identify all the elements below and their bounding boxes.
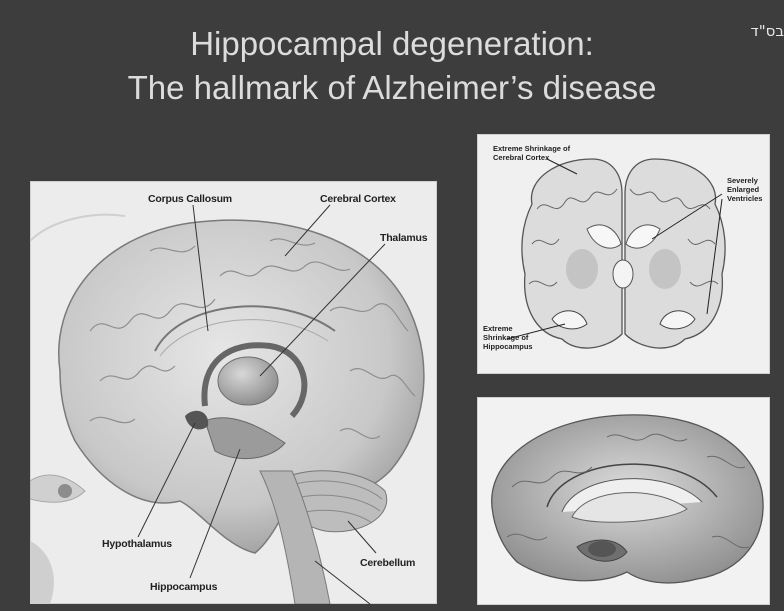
label-hippo-shrinkage-line1: Extreme <box>483 324 533 333</box>
slide-title: Hippocampal degeneration: The hallmark o… <box>0 22 784 110</box>
brain-sagittal-drawing <box>30 181 437 604</box>
brain-medial-illustration <box>477 397 770 605</box>
label-cerebral-cortex: Cerebral Cortex <box>320 193 396 205</box>
label-hypothalamus: Hypothalamus <box>102 538 172 550</box>
title-line-1: Hippocampal degeneration: <box>0 22 784 66</box>
label-ventricles-line1: Severely <box>727 176 762 185</box>
label-thalamus: Thalamus <box>380 232 427 244</box>
brain-coronal-alzheimer-illustration: Extreme Shrinkage of Cerebral Cortex Sev… <box>477 134 770 374</box>
label-corpus-callosum: Corpus Callosum <box>148 193 232 205</box>
brain-medial-drawing <box>477 397 770 605</box>
brain-sagittal-illustration: Corpus Callosum Cerebral Cortex Thalamus… <box>30 181 437 604</box>
corner-mark: בס"ד <box>751 22 784 40</box>
label-hippo-shrinkage-line2: Shrinkage of <box>483 333 533 342</box>
label-hippocampus: Hippocampus <box>150 581 217 593</box>
label-cortex-shrinkage-line1: Extreme Shrinkage of <box>493 144 570 153</box>
label-hippocampus-shrinkage: Extreme Shrinkage of Hippocampus <box>483 324 533 351</box>
label-cortex-shrinkage-line2: Cerebral Cortex <box>493 153 570 162</box>
label-enlarged-ventricles: Severely Enlarged Ventricles <box>727 176 762 203</box>
title-line-2: The hallmark of Alzheimer’s disease <box>0 66 784 110</box>
label-ventricles-line2: Enlarged <box>727 185 762 194</box>
label-hippo-shrinkage-line3: Hippocampus <box>483 342 533 351</box>
label-cerebellum: Cerebellum <box>360 557 415 569</box>
label-cortex-shrinkage: Extreme Shrinkage of Cerebral Cortex <box>493 144 570 162</box>
label-ventricles-line3: Ventricles <box>727 194 762 203</box>
